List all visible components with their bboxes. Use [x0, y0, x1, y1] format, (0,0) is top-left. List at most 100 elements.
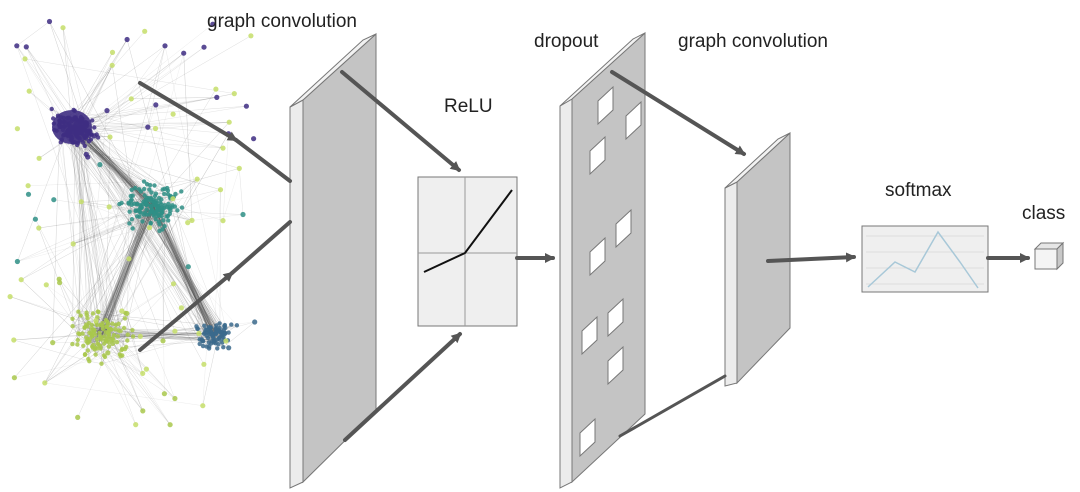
graph-edge — [101, 205, 154, 336]
graph-node — [50, 340, 56, 346]
graph-node — [217, 337, 222, 342]
graph-edge — [104, 133, 229, 344]
graph-node — [103, 330, 109, 335]
graph-edge — [106, 283, 174, 327]
graph-node — [115, 334, 121, 339]
graph-edge — [83, 110, 108, 346]
graph-node — [229, 322, 234, 327]
graph-node — [103, 317, 109, 323]
graph-edge — [91, 134, 200, 334]
graph-node — [162, 191, 167, 197]
graph-edge — [96, 207, 154, 336]
graph-node — [240, 211, 246, 218]
graph-node — [85, 154, 91, 160]
graph-edge — [65, 134, 227, 342]
graph-edge — [106, 207, 148, 336]
graph-edge — [71, 35, 252, 140]
graph-edge — [67, 121, 101, 349]
graph-edge — [149, 205, 215, 336]
graph-edge — [147, 45, 166, 128]
graph-edge — [124, 216, 140, 319]
graph-edge — [76, 119, 229, 134]
graph-node — [70, 324, 75, 329]
graph-edge — [100, 204, 149, 332]
graph-edge — [104, 201, 152, 335]
graph-edge — [151, 205, 214, 334]
graph-edge — [104, 283, 174, 358]
graph-edge — [157, 202, 215, 337]
graph-edge — [89, 336, 141, 362]
graph-node — [199, 338, 205, 343]
graph-edge — [103, 209, 148, 331]
graph-node — [178, 305, 184, 311]
graph-convolution-layer-2 — [724, 131, 791, 387]
dropout-hole — [589, 236, 606, 277]
graph-node — [110, 340, 116, 346]
graph-edge — [98, 202, 150, 329]
dropout-hole — [625, 100, 642, 141]
graph-edge — [68, 117, 240, 169]
graph-edge — [49, 21, 83, 122]
graph-node — [197, 341, 202, 347]
graph-node — [87, 336, 93, 342]
graph-edge — [106, 341, 171, 425]
graph-edge — [142, 221, 217, 334]
graph-node — [130, 334, 136, 339]
graph-edge — [59, 126, 205, 326]
graph-edge — [150, 202, 219, 330]
graph-edge — [77, 137, 216, 334]
graph-edge — [98, 203, 152, 341]
graph-edge — [92, 313, 217, 326]
graph-edge — [99, 210, 154, 332]
graph-node — [128, 96, 134, 102]
graph-edge — [164, 45, 226, 326]
graph-node — [70, 316, 75, 321]
graph-node — [97, 330, 102, 336]
graph-node — [145, 124, 151, 130]
graph-edge — [151, 204, 215, 337]
graph-node — [90, 345, 96, 350]
graph-edge — [105, 208, 152, 335]
graph-node — [86, 356, 91, 362]
dropout-hole — [615, 208, 632, 249]
graph-edge — [150, 223, 220, 324]
graph-edge — [71, 129, 98, 312]
graph-edge — [53, 199, 141, 213]
graph-node — [201, 331, 207, 336]
graph-node — [25, 183, 31, 189]
graph-node — [117, 352, 123, 357]
graph-edge — [73, 133, 152, 198]
graph-edge — [113, 334, 128, 341]
graph-edge — [54, 129, 229, 341]
graph-edge — [96, 209, 147, 337]
graph-edge — [151, 204, 214, 331]
graph-node — [90, 311, 96, 316]
graph-node — [185, 264, 191, 270]
graph-node — [221, 345, 226, 350]
graph-edge — [100, 348, 120, 355]
label-graph-convolution-1: graph convolution — [207, 11, 357, 32]
graph-node — [170, 281, 177, 287]
graph-node — [86, 320, 92, 326]
graph-edge — [155, 212, 216, 333]
dropout-masked-units — [579, 85, 642, 458]
graph-edge — [81, 126, 103, 326]
graph-node — [170, 111, 176, 117]
graph-edge — [74, 142, 131, 197]
graph-node — [226, 119, 232, 125]
graph-edge — [84, 47, 205, 137]
graph-node — [75, 337, 81, 343]
graph-edge — [52, 327, 85, 343]
graph-node — [121, 325, 127, 331]
graph-edge — [144, 212, 219, 332]
graph-node — [252, 319, 258, 325]
graph-node — [106, 344, 112, 349]
graph-edge — [14, 331, 220, 378]
graph-edge — [92, 203, 156, 314]
graph-edge — [112, 65, 133, 196]
graph-node — [170, 196, 176, 202]
graph-edge — [85, 138, 227, 342]
graph-node — [127, 209, 132, 214]
graph-node — [152, 183, 157, 188]
graph-node — [196, 330, 202, 336]
